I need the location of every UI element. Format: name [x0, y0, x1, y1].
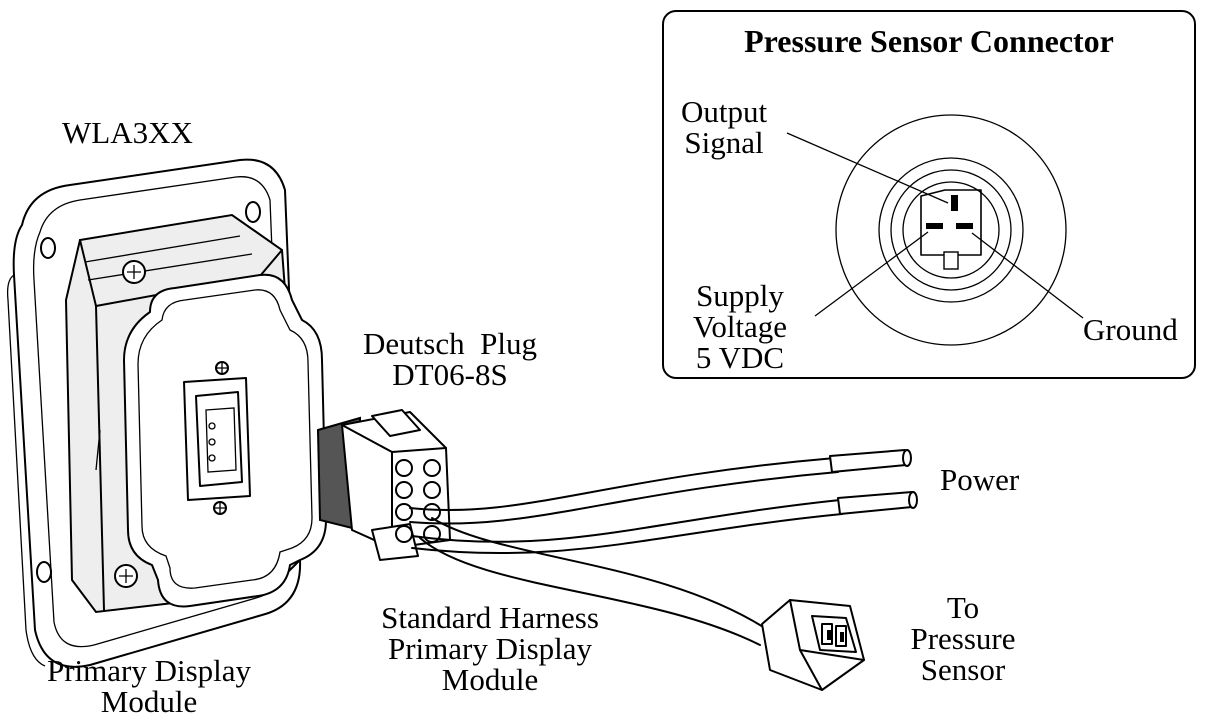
plug-line2: DT06-8S [392, 357, 508, 392]
model-label: WLA3XX [62, 115, 193, 150]
sensor-connector-face [786, 114, 1084, 346]
supply-line3: 5 VDC [695, 340, 785, 375]
harness-line1: Standard Harness [381, 600, 599, 635]
inset-title: Pressure Sensor Connector [744, 23, 1114, 59]
to-sensor-line3: Sensor [920, 652, 1006, 687]
display-module-drawing [6, 158, 327, 668]
to-sensor-line2: Pressure [910, 621, 1016, 656]
inset-frame [662, 10, 1196, 379]
display-line1: Primary Display [46, 653, 252, 688]
supply-line1: Supply [696, 278, 784, 313]
supply-line2: Voltage [692, 309, 788, 344]
supply-voltage-label: Supply Voltage 5 VDC [670, 280, 810, 373]
standard-harness-label: Standard Harness Primary Display Module [340, 602, 640, 695]
deutsch-plug-label: Deutsch Plug DT06-8S [330, 328, 570, 390]
output-signal-label: Output Signal [664, 96, 784, 158]
harness-wires-drawing [409, 449, 918, 691]
plug-line1: Deutsch Plug [363, 326, 537, 361]
deutsch-plug-drawing [316, 409, 451, 561]
harness-line3: Module [441, 662, 539, 697]
to-sensor-line1: To [946, 590, 980, 625]
power-label: Power [940, 462, 1020, 497]
primary-display-module-label: Primary Display Module [14, 655, 284, 717]
harness-line2: Primary Display [387, 631, 593, 666]
output-line1: Output [680, 94, 768, 129]
display-line2: Module [100, 684, 198, 719]
to-pressure-sensor-label: To Pressure Sensor [888, 592, 1038, 685]
ground-label: Ground [1083, 312, 1178, 347]
output-line2: Signal [684, 125, 764, 160]
